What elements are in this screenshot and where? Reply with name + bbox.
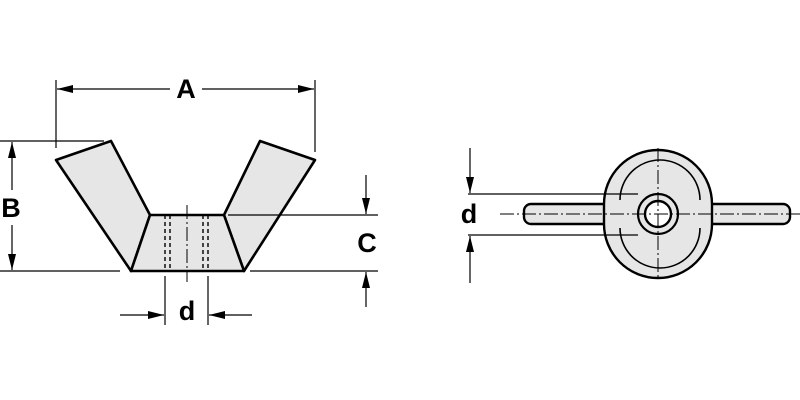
top-center-lines — [500, 148, 800, 280]
label-a: A — [176, 74, 196, 104]
left-wing — [54, 139, 152, 273]
side-extension-lines — [0, 80, 378, 325]
nut-body — [129, 213, 246, 273]
label-b: B — [1, 193, 21, 223]
label-c: C — [357, 228, 377, 258]
side-view: A B C d — [0, 74, 378, 326]
top-extension-lines — [468, 193, 638, 236]
thread-hidden-lines — [164, 215, 209, 271]
label-d-top: d — [461, 199, 478, 229]
inner-boss-outline — [619, 159, 701, 269]
label-d-side: d — [179, 296, 196, 326]
top-view: d — [461, 148, 800, 283]
